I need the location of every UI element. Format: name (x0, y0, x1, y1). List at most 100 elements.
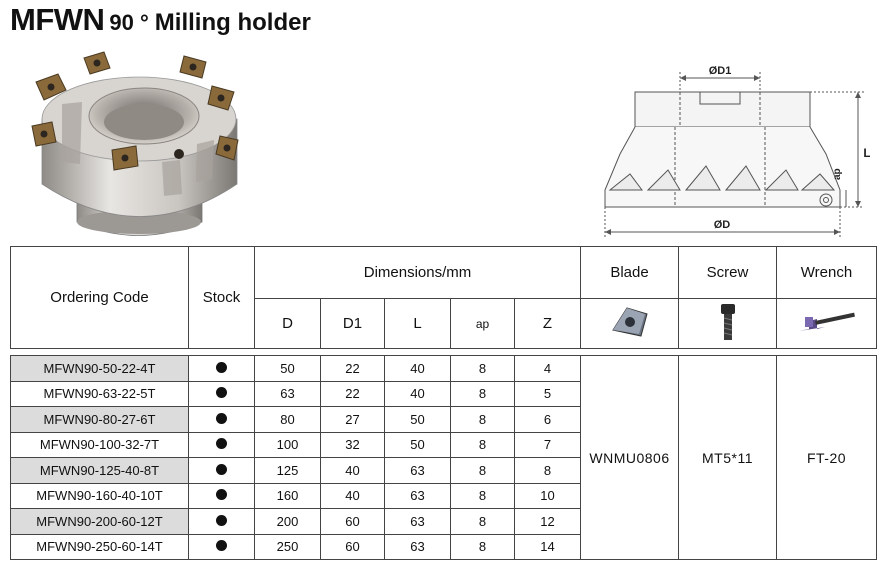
cell-d: 80 (254, 406, 321, 433)
cell-ap: 8 (450, 355, 515, 382)
cell-stock (188, 406, 255, 433)
title-name: Milling holder (154, 9, 311, 36)
header-l: L (384, 298, 451, 349)
cell-z: 10 (513, 482, 582, 509)
header-screw: Screw (678, 246, 778, 299)
ap-label: ap (832, 168, 843, 180)
cell-z: 7 (513, 431, 582, 458)
cell-ordering-code: MFWN90-160-40-10T (10, 482, 189, 509)
cell-d1: 27 (320, 406, 385, 433)
cell-l: 63 (384, 457, 451, 484)
cell-stock (188, 533, 255, 560)
cell-l: 40 (384, 380, 451, 407)
cell-z: 5 (513, 380, 582, 407)
cell-ordering-code: MFWN90-50-22-4T (10, 355, 189, 382)
cell-d1: 32 (320, 431, 385, 458)
cell-d: 250 (254, 533, 321, 560)
title-angle: 90 ° (109, 10, 149, 35)
cell-d1: 60 (320, 533, 385, 560)
header-z: Z (513, 298, 582, 349)
l-label: L (863, 146, 870, 160)
stock-dot-icon (216, 489, 227, 501)
cell-ap: 8 (450, 380, 515, 407)
screw-image (678, 298, 778, 349)
cell-z: 6 (513, 406, 582, 433)
cell-d: 125 (254, 457, 321, 484)
stock-dot-icon (216, 514, 227, 526)
cell-stock (188, 457, 255, 484)
header-dimensions: Dimensions/mm (253, 246, 582, 299)
cell-ap: 8 (450, 431, 515, 458)
stock-dot-icon (216, 438, 227, 450)
header-ap: ap (450, 298, 515, 349)
blade-image (580, 298, 680, 349)
header-ordering-code: Ordering Code (10, 246, 189, 349)
d-label: ØD (714, 219, 731, 231)
cell-d: 100 (254, 431, 321, 458)
spec-table: Ordering Code Stock Dimensions/mm Blade … (10, 246, 878, 560)
header-wrench: Wrench (776, 246, 878, 299)
cell-l: 63 (384, 482, 451, 509)
stock-dot-icon (216, 412, 227, 424)
stock-dot-icon (216, 361, 227, 373)
d1-label: ØD1 (709, 65, 732, 77)
technical-drawing: ØD1 ØD L ap (604, 65, 870, 238)
cell-d: 50 (254, 355, 321, 382)
header-blade: Blade (580, 246, 680, 299)
cell-ordering-code: MFWN90-250-60-14T (10, 533, 189, 560)
stock-dot-icon (216, 463, 227, 475)
stock-dot-icon (216, 540, 227, 552)
cell-ordering-code: MFWN90-63-22-5T (10, 380, 189, 407)
cell-l: 50 (384, 431, 451, 458)
header-d1: D1 (320, 298, 385, 349)
cell-stock (188, 355, 255, 382)
cell-l: 63 (384, 508, 451, 535)
cell-d: 160 (254, 482, 321, 509)
cell-z: 14 (513, 533, 582, 560)
wrench-icon (798, 312, 855, 331)
cell-d1: 40 (320, 457, 385, 484)
cell-z: 12 (513, 508, 582, 535)
cell-l: 63 (384, 533, 451, 560)
cell-ap: 8 (450, 508, 515, 535)
cell-d1: 40 (320, 482, 385, 509)
cell-stock (188, 482, 255, 509)
title-code: MFWN (10, 2, 105, 37)
cell-ordering-code: MFWN90-80-27-6T (10, 406, 189, 433)
cell-ap: 8 (450, 482, 515, 509)
screw-icon (720, 303, 735, 340)
cell-stock (188, 508, 255, 535)
wrench-image (776, 298, 878, 349)
cell-d: 63 (254, 380, 321, 407)
cell-l: 50 (384, 406, 451, 433)
header-d: D (254, 298, 321, 349)
milling-holder-photo (31, 51, 239, 236)
cell-ap: 8 (450, 406, 515, 433)
cell-ap: 8 (450, 533, 515, 560)
cell-wrench: FT-20 (776, 355, 878, 560)
cell-stock (188, 431, 255, 458)
cell-l: 40 (384, 355, 451, 382)
cell-ordering-code: MFWN90-100-32-7T (10, 431, 189, 458)
cell-stock (188, 380, 255, 407)
cell-screw: MT5*11 (678, 355, 778, 560)
cell-d1: 22 (320, 355, 385, 382)
cell-d1: 60 (320, 508, 385, 535)
cell-d: 200 (254, 508, 321, 535)
insert-icon (611, 306, 648, 337)
cell-z: 8 (513, 457, 582, 484)
cell-ordering-code: MFWN90-125-40-8T (10, 457, 189, 484)
stock-dot-icon (216, 387, 227, 399)
cell-d1: 22 (320, 380, 385, 407)
cell-ap: 8 (450, 457, 515, 484)
cell-blade: WNMU0806 (580, 355, 680, 560)
